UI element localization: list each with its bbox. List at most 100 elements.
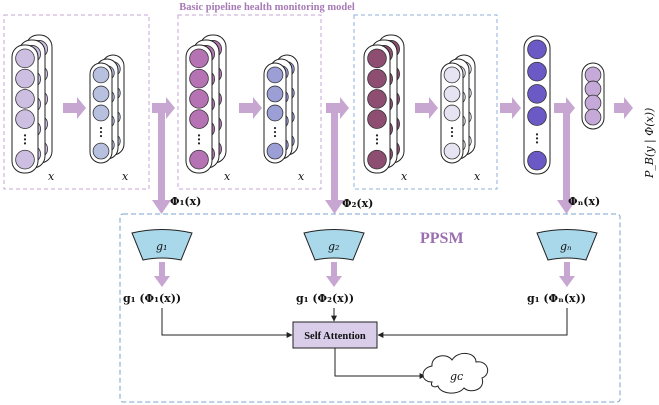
self-attention-label: Self Attention xyxy=(304,331,366,342)
stack-3-neuron xyxy=(189,68,209,89)
stack-3-ellipsis xyxy=(197,138,201,141)
stack-8 xyxy=(581,62,605,130)
stack-3-ellipsis xyxy=(197,134,201,137)
flow-arrow-3 xyxy=(239,97,262,119)
flow-arrows xyxy=(63,97,633,119)
tap-arrow-n xyxy=(557,110,576,214)
stack-4-neuron xyxy=(266,104,284,122)
stack-8-neuron xyxy=(584,66,602,84)
flow-arrow-2 xyxy=(152,97,175,119)
g1-block xyxy=(131,229,193,261)
var-x-1: x xyxy=(48,170,55,183)
stack-6 xyxy=(440,54,476,164)
stack-4-ellipsis xyxy=(273,134,277,138)
stack-2-ellipsis xyxy=(99,130,103,134)
connector-g1 xyxy=(161,308,293,338)
g2-block xyxy=(303,229,365,261)
stack-6-neuron xyxy=(443,66,461,84)
stack-3-neuron xyxy=(189,109,209,129)
tap-label-1: Φ₁(x) xyxy=(170,195,201,208)
flow-arrow-1 xyxy=(63,97,86,119)
stack-1-ellipsis xyxy=(23,142,27,145)
stack-2-neuron xyxy=(92,142,110,160)
ppsm-label: PPSM xyxy=(420,230,464,247)
stack-6-neuron xyxy=(443,85,461,103)
stack-4-ellipsis xyxy=(273,130,277,134)
flow-arrow-6 xyxy=(500,97,521,119)
stack-4-neuron xyxy=(266,85,284,103)
var-x-3: x xyxy=(224,170,231,183)
stack-3-ellipsis xyxy=(197,142,201,145)
stack-3-neuron xyxy=(189,48,209,69)
stack-5-ellipsis xyxy=(375,134,379,137)
flow-arrow-5 xyxy=(415,97,438,119)
var-x-5: x xyxy=(401,170,408,183)
stack-7-neuron xyxy=(527,106,547,126)
output-label: P_B(y | Φ(x)) xyxy=(643,108,657,179)
stack-4 xyxy=(263,54,299,164)
stack-8-neuron xyxy=(584,94,602,112)
stack-2-neuron xyxy=(92,85,110,103)
stack-5-neuron xyxy=(367,68,387,89)
tap-label-2: Φ₂(x) xyxy=(342,197,373,210)
stack-1-neuron xyxy=(15,89,35,109)
stack-7-neuron xyxy=(527,61,547,82)
stack-1-ellipsis xyxy=(23,134,27,137)
g1-label: g₁ xyxy=(156,240,167,253)
ppsm-box xyxy=(119,213,621,403)
stack-5 xyxy=(363,34,405,174)
stack-1-neuron xyxy=(15,68,35,89)
stack-2-ellipsis xyxy=(99,134,103,138)
stack-5-neuron xyxy=(367,149,387,170)
stack-6-ellipsis xyxy=(450,134,454,138)
var-x-4: x xyxy=(298,170,305,183)
stack-6-neuron xyxy=(443,104,461,122)
stack-3 xyxy=(185,34,227,174)
g2-output: g₁ (Φ₂(x)) xyxy=(296,292,354,305)
self-attention-box xyxy=(292,321,378,349)
stack-8-neuron xyxy=(584,108,602,126)
tap-arrow-1 xyxy=(152,110,171,214)
stack-5-ellipsis xyxy=(375,138,379,141)
stack-2 xyxy=(89,54,125,164)
g2-down-arrow xyxy=(326,262,342,287)
tap-label-n: Φₙ(x) xyxy=(568,195,600,208)
connector-gn xyxy=(377,308,568,338)
stack-5-neuron xyxy=(367,89,387,109)
tap-arrows xyxy=(152,110,576,214)
gn-down-arrow xyxy=(559,262,575,287)
flow-arrow-8 xyxy=(614,97,633,119)
stack-7 xyxy=(523,35,551,175)
g1-down-arrow xyxy=(154,262,170,287)
stage-box-1 xyxy=(3,14,150,190)
var-x-2: x xyxy=(122,170,129,183)
connector-gc xyxy=(334,348,426,379)
gc-cloud xyxy=(422,353,489,394)
stack-1-neuron xyxy=(15,109,35,129)
stage-box-3 xyxy=(353,14,498,190)
stack-2-neuron xyxy=(92,66,110,84)
stack-4-neuron xyxy=(266,66,284,84)
stack-4-neuron xyxy=(266,142,284,160)
stack-5-ellipsis xyxy=(375,142,379,145)
stack-2-neuron xyxy=(92,104,110,122)
gn-output: g₁ (Φₙ(x)) xyxy=(527,292,586,305)
stack-7-neuron xyxy=(527,84,547,104)
stack-6-neuron xyxy=(443,142,461,160)
stack-4-ellipsis xyxy=(273,126,277,130)
stack-2-ellipsis xyxy=(99,126,103,130)
tap-arrow-2 xyxy=(325,110,344,214)
stack-5-neuron xyxy=(367,48,387,69)
g2-label: g₂ xyxy=(328,240,339,253)
diagram-title: Basic pipeline health monitoring model xyxy=(179,2,355,13)
var-x-6: x xyxy=(474,170,481,183)
stack-3-neuron xyxy=(189,89,209,109)
stack-7-neuron xyxy=(527,39,547,60)
stack-1-ellipsis xyxy=(23,138,27,141)
stack-7-ellipsis xyxy=(535,137,539,140)
gn-block xyxy=(536,229,598,261)
flow-arrow-4 xyxy=(326,97,349,119)
stack-7-neuron xyxy=(527,150,547,171)
stack-3-neuron xyxy=(189,149,209,170)
